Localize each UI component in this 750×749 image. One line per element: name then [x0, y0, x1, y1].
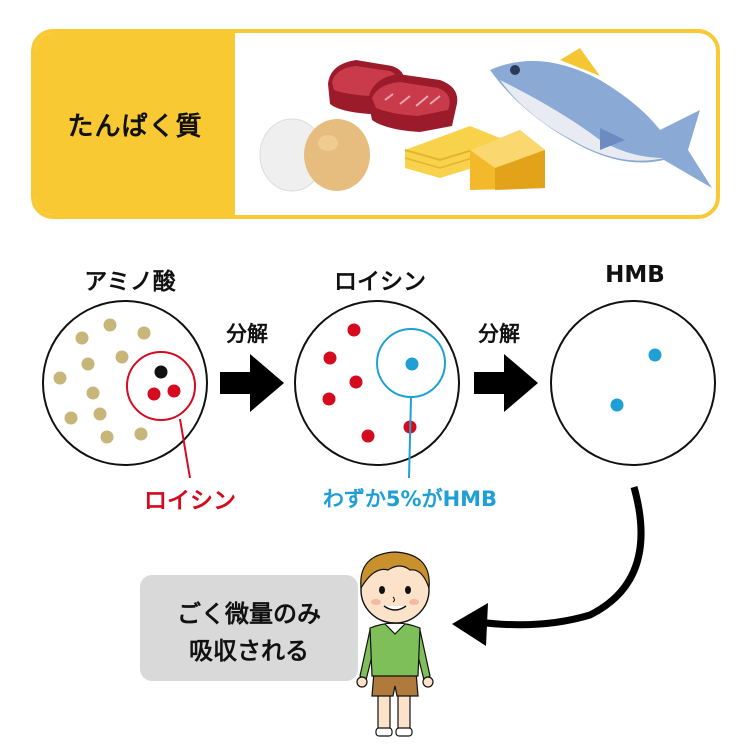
hmb-percent-caption: わずか5%がHMB	[322, 487, 498, 511]
leucine-caption: ロイシン	[144, 488, 236, 514]
note-line-2: 吸収される	[189, 637, 309, 665]
egg-icon	[259, 118, 370, 192]
amino-circle	[42, 300, 208, 466]
stage-title-amino: アミノ酸	[84, 269, 176, 295]
arrow-label-1: 分解	[226, 322, 268, 346]
decompose-arrow-2	[474, 354, 538, 412]
hmb-dot	[610, 398, 624, 412]
leucine-circle	[294, 300, 460, 466]
note-line-1: ごく微量のみ	[177, 600, 321, 628]
hmb-circle	[550, 300, 716, 466]
absorb-curve-arrow	[477, 486, 645, 629]
stage-title-leucine: ロイシン	[334, 269, 426, 295]
arrow-label-2: 分解	[478, 322, 520, 346]
leucine-dots	[322, 323, 417, 443]
leucine-dot	[147, 387, 161, 401]
decompose-arrow-1	[220, 354, 284, 412]
leucine-pointer-line	[179, 418, 191, 479]
absorb-arrow-head	[452, 603, 488, 646]
leucine-highlight-circle	[126, 351, 196, 421]
steak-icon	[328, 60, 458, 132]
stage-title-hmb: HMB	[605, 262, 665, 288]
cheese-icon	[404, 126, 545, 190]
black-dot	[154, 365, 168, 379]
hmb-dot	[405, 357, 419, 371]
hmb-pointer-line	[408, 396, 412, 479]
protein-label-box	[35, 33, 235, 215]
hmb-dot	[648, 348, 662, 362]
tuna-icon	[490, 48, 712, 189]
boy-illustration	[356, 551, 434, 737]
amino-dots	[53, 318, 151, 444]
absorption-note-box: ごく微量のみ 吸収される	[140, 575, 358, 681]
protein-label: たんぱく質	[67, 111, 203, 142]
leucine-dot	[167, 384, 181, 398]
